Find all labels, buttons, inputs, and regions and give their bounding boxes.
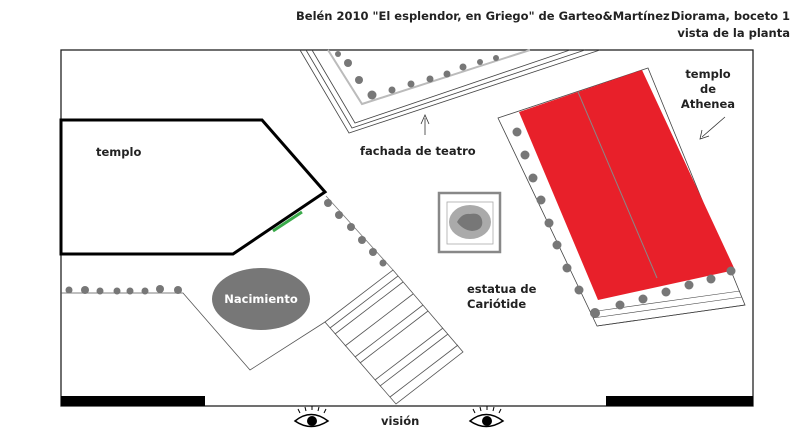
- label-templo: templo: [96, 145, 141, 159]
- nacimiento-ellipse[interactable]: [212, 268, 310, 330]
- black-bar-right: [606, 396, 753, 406]
- plan-title: Belén 2010 "El esplendor, en Griego" de …: [296, 9, 670, 23]
- label-athena-2: de: [700, 82, 716, 96]
- black-bar-left: [61, 396, 205, 406]
- theater-facade: [299, 49, 601, 135]
- stairs: [324, 269, 464, 405]
- label-nacimiento: Nacimiento: [224, 292, 298, 306]
- label-vision: visión: [381, 414, 419, 428]
- cariatide-statue[interactable]: [437, 191, 502, 254]
- left-temple: [59, 118, 328, 256]
- green-entrance: [272, 210, 303, 233]
- eye-icon-right: [468, 406, 505, 428]
- arrow-athena-icon: [699, 116, 726, 140]
- plan-subtitle-2: vista de la planta: [677, 26, 790, 40]
- diagonal-columns: [324, 199, 387, 267]
- nacimiento-area: [61, 292, 326, 371]
- label-athena-1: templo: [685, 67, 730, 81]
- label-estatua-1: estatua de: [467, 282, 537, 296]
- plan-subtitle-1: Diorama, boceto 1: [671, 9, 790, 23]
- left-columns: [65, 285, 182, 295]
- label-athena-3: Athenea: [681, 97, 735, 111]
- label-fachada: fachada de teatro: [360, 144, 476, 158]
- athena-temple[interactable]: [497, 67, 746, 327]
- eye-icon-left: [293, 406, 330, 428]
- label-estatua-2: Cariótide: [467, 297, 526, 311]
